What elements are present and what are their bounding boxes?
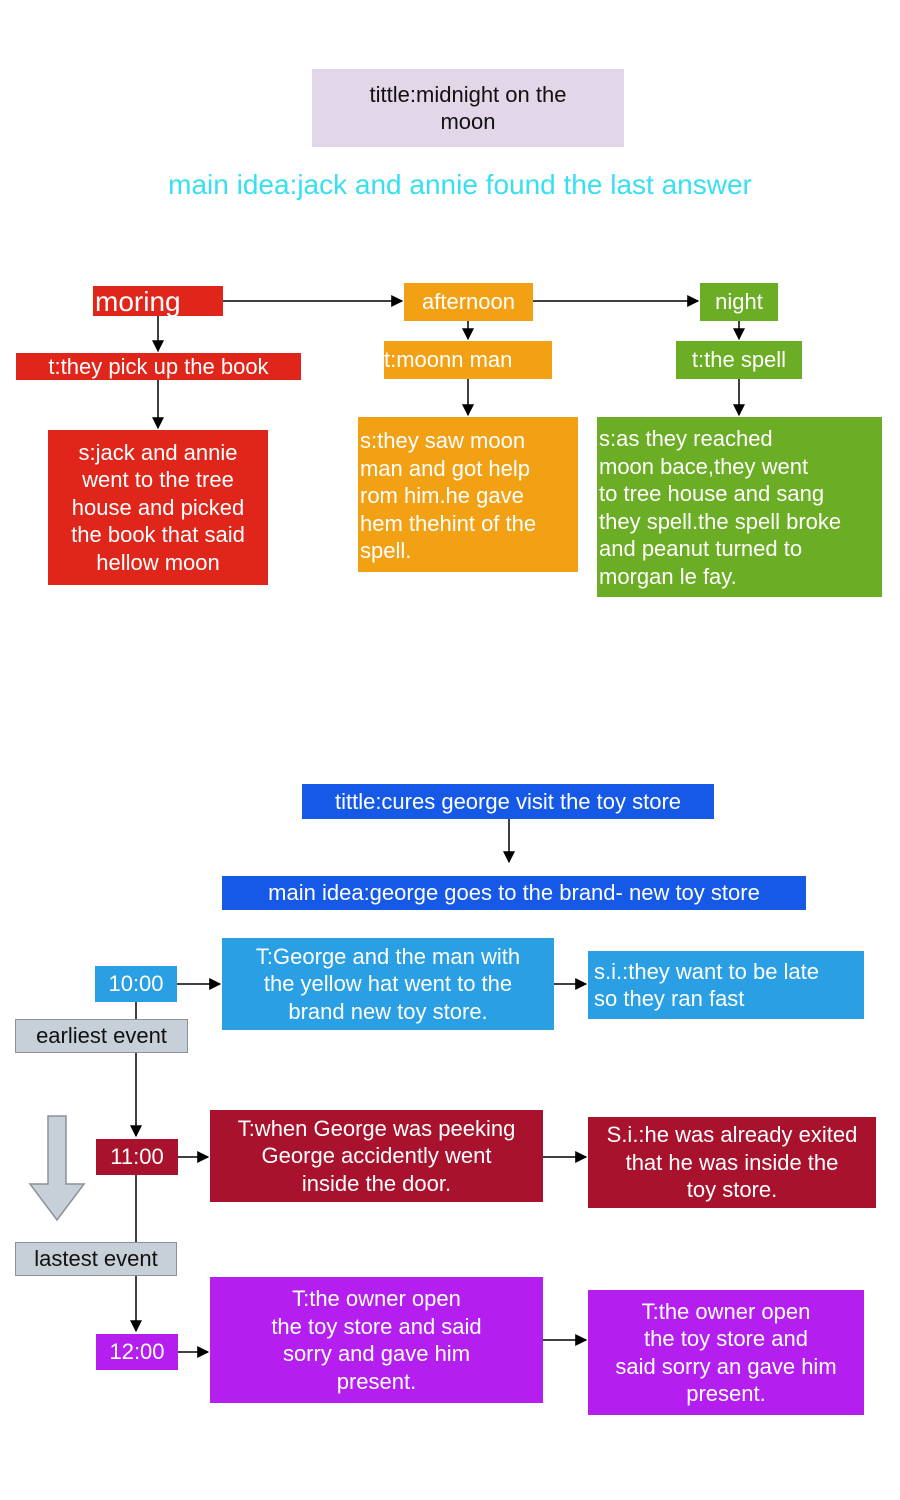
time-flow-arrow-icon <box>28 1115 86 1222</box>
diagram2-main-idea: main idea:george goes to the brand- new … <box>222 876 806 910</box>
detail-11-00: S.i.:he was already exited that he was i… <box>588 1117 876 1208</box>
detail-10-00: s.i.:they want to be late so they ran fa… <box>588 951 864 1019</box>
afternoon-summary-box: s:they saw moon man and got help rom him… <box>358 417 578 572</box>
diagram2-title: tittle:cures george visit the toy store <box>302 784 714 819</box>
night-summary-box: s:as they reached moon bace,they went to… <box>597 417 882 597</box>
morning-header: moring <box>93 286 223 317</box>
night-header: night <box>700 283 778 321</box>
time-10-00: 10:00 <box>95 966 177 1002</box>
diagram1-title: tittle:midnight on the moon <box>312 69 624 147</box>
diagram1-main-idea: main idea:jack and annie found the last … <box>168 168 752 200</box>
night-title-box: t:the spell <box>676 341 802 379</box>
event-12-00: T:the owner open the toy store and said … <box>210 1277 543 1403</box>
event-11-00: T:when George was peeking George acciden… <box>210 1110 543 1202</box>
earliest-event-label: earliest event <box>15 1019 188 1053</box>
morning-title-box: t:they pick up the book <box>16 353 301 380</box>
morning-summary-box: s:jack and annie went to the tree house … <box>48 430 268 585</box>
latest-event-label: lastest event <box>15 1242 177 1276</box>
event-10-00: T:George and the man with the yellow hat… <box>222 938 554 1030</box>
afternoon-title-box: t:moonn man <box>384 341 552 379</box>
afternoon-header: afternoon <box>404 283 533 321</box>
time-11-00: 11:00 <box>96 1139 178 1175</box>
time-12-00: 12:00 <box>96 1334 178 1370</box>
detail-12-00: T:the owner open the toy store and said … <box>588 1290 864 1415</box>
